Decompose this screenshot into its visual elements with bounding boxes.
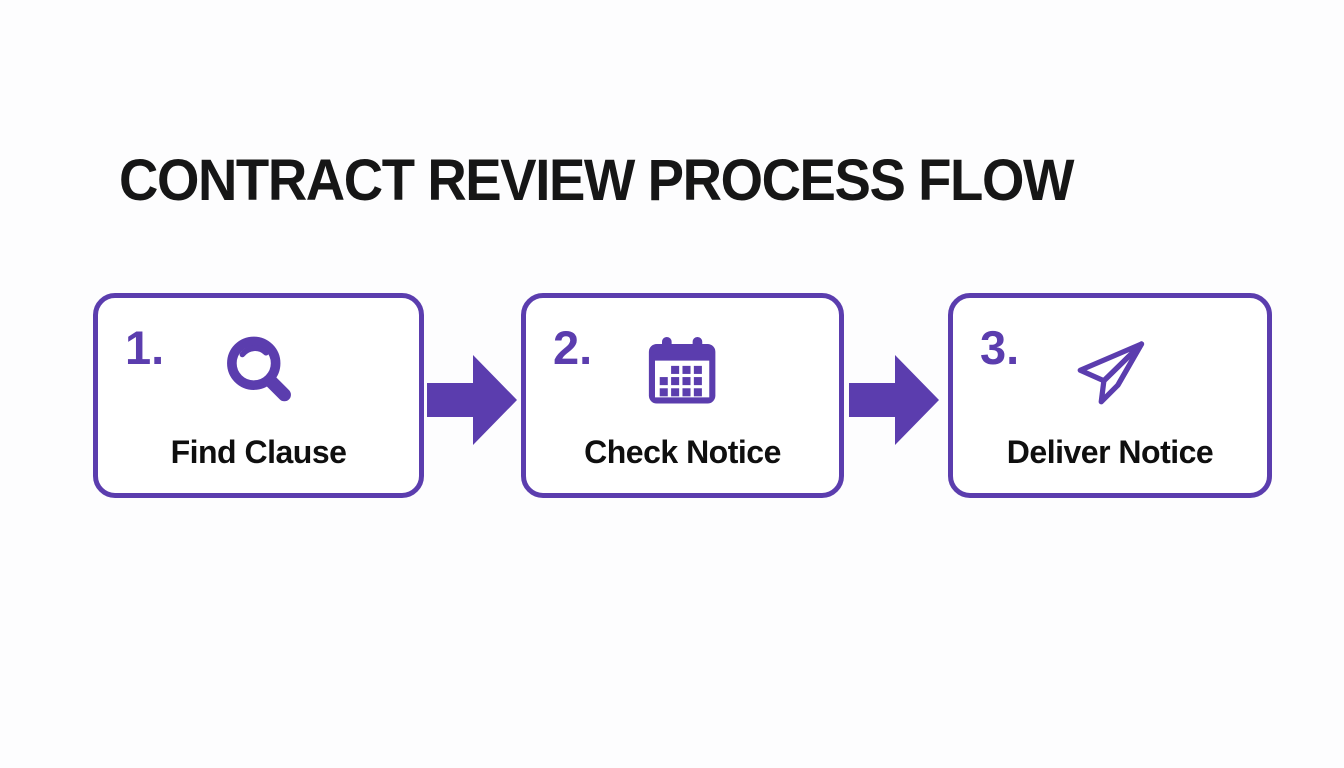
step-card-find-clause: 1. Find Clause — [93, 293, 424, 498]
page-title: CONTRACT REVIEW PROCESS FLOW — [119, 148, 1074, 213]
step-card-deliver-notice: 3. Deliver Notice — [948, 293, 1272, 498]
step-label: Check Notice — [584, 434, 781, 470]
magnifier-icon — [217, 330, 301, 414]
step-card-check-notice: 2. — [521, 293, 844, 498]
step-number: 2. — [553, 321, 593, 374]
step-label: Find Clause — [170, 434, 347, 470]
flow-arrow-icon — [849, 355, 939, 445]
paper-plane-icon — [1068, 330, 1152, 414]
step-number: 1. — [125, 321, 165, 374]
step-label: Deliver Notice — [1006, 434, 1214, 470]
step-number: 3. — [980, 321, 1020, 374]
flow-arrow-icon — [427, 355, 517, 445]
calendar-icon — [641, 330, 725, 414]
